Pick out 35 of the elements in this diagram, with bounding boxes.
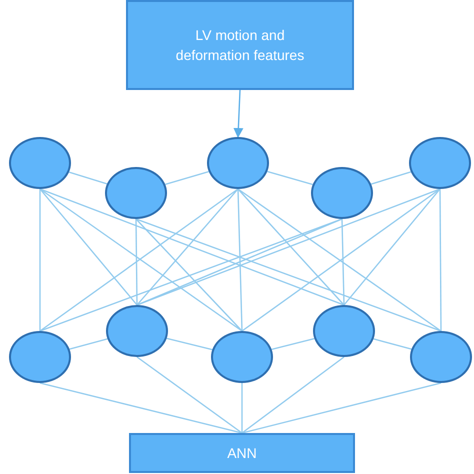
arrow — [233, 90, 244, 138]
connection-line — [68, 171, 108, 185]
connection-line — [40, 188, 138, 306]
connection-line — [267, 170, 313, 186]
connection-line — [370, 171, 412, 185]
connection-line — [69, 338, 108, 350]
connection-line — [373, 338, 412, 350]
connection-line — [136, 188, 238, 306]
connection-line — [242, 382, 442, 434]
process-box — [129, 433, 355, 473]
neuron-circle — [313, 305, 375, 357]
connection-line — [272, 338, 314, 350]
connection-line — [136, 356, 242, 434]
connection-line — [439, 189, 442, 331]
connection-line — [136, 188, 440, 306]
neuron-circle — [106, 305, 168, 357]
process-box — [126, 0, 354, 90]
connection-line — [242, 356, 344, 434]
connection-line — [136, 218, 442, 332]
connection-line — [341, 218, 345, 306]
connection-line — [40, 382, 242, 434]
connection-line — [344, 188, 440, 306]
connection-line — [238, 188, 344, 306]
connection-line — [237, 188, 243, 332]
box-label: ANN — [227, 444, 257, 463]
connection-line — [165, 170, 209, 186]
neuron-circle — [311, 167, 373, 219]
connection-line — [135, 219, 138, 305]
box-label: LV motion and deformation features — [174, 26, 306, 65]
connection-line — [40, 188, 344, 306]
connection-line — [166, 338, 212, 350]
connection-line — [39, 189, 41, 331]
neuron-circle — [105, 167, 167, 219]
connection-line — [241, 383, 243, 433]
connection-line — [136, 218, 242, 332]
